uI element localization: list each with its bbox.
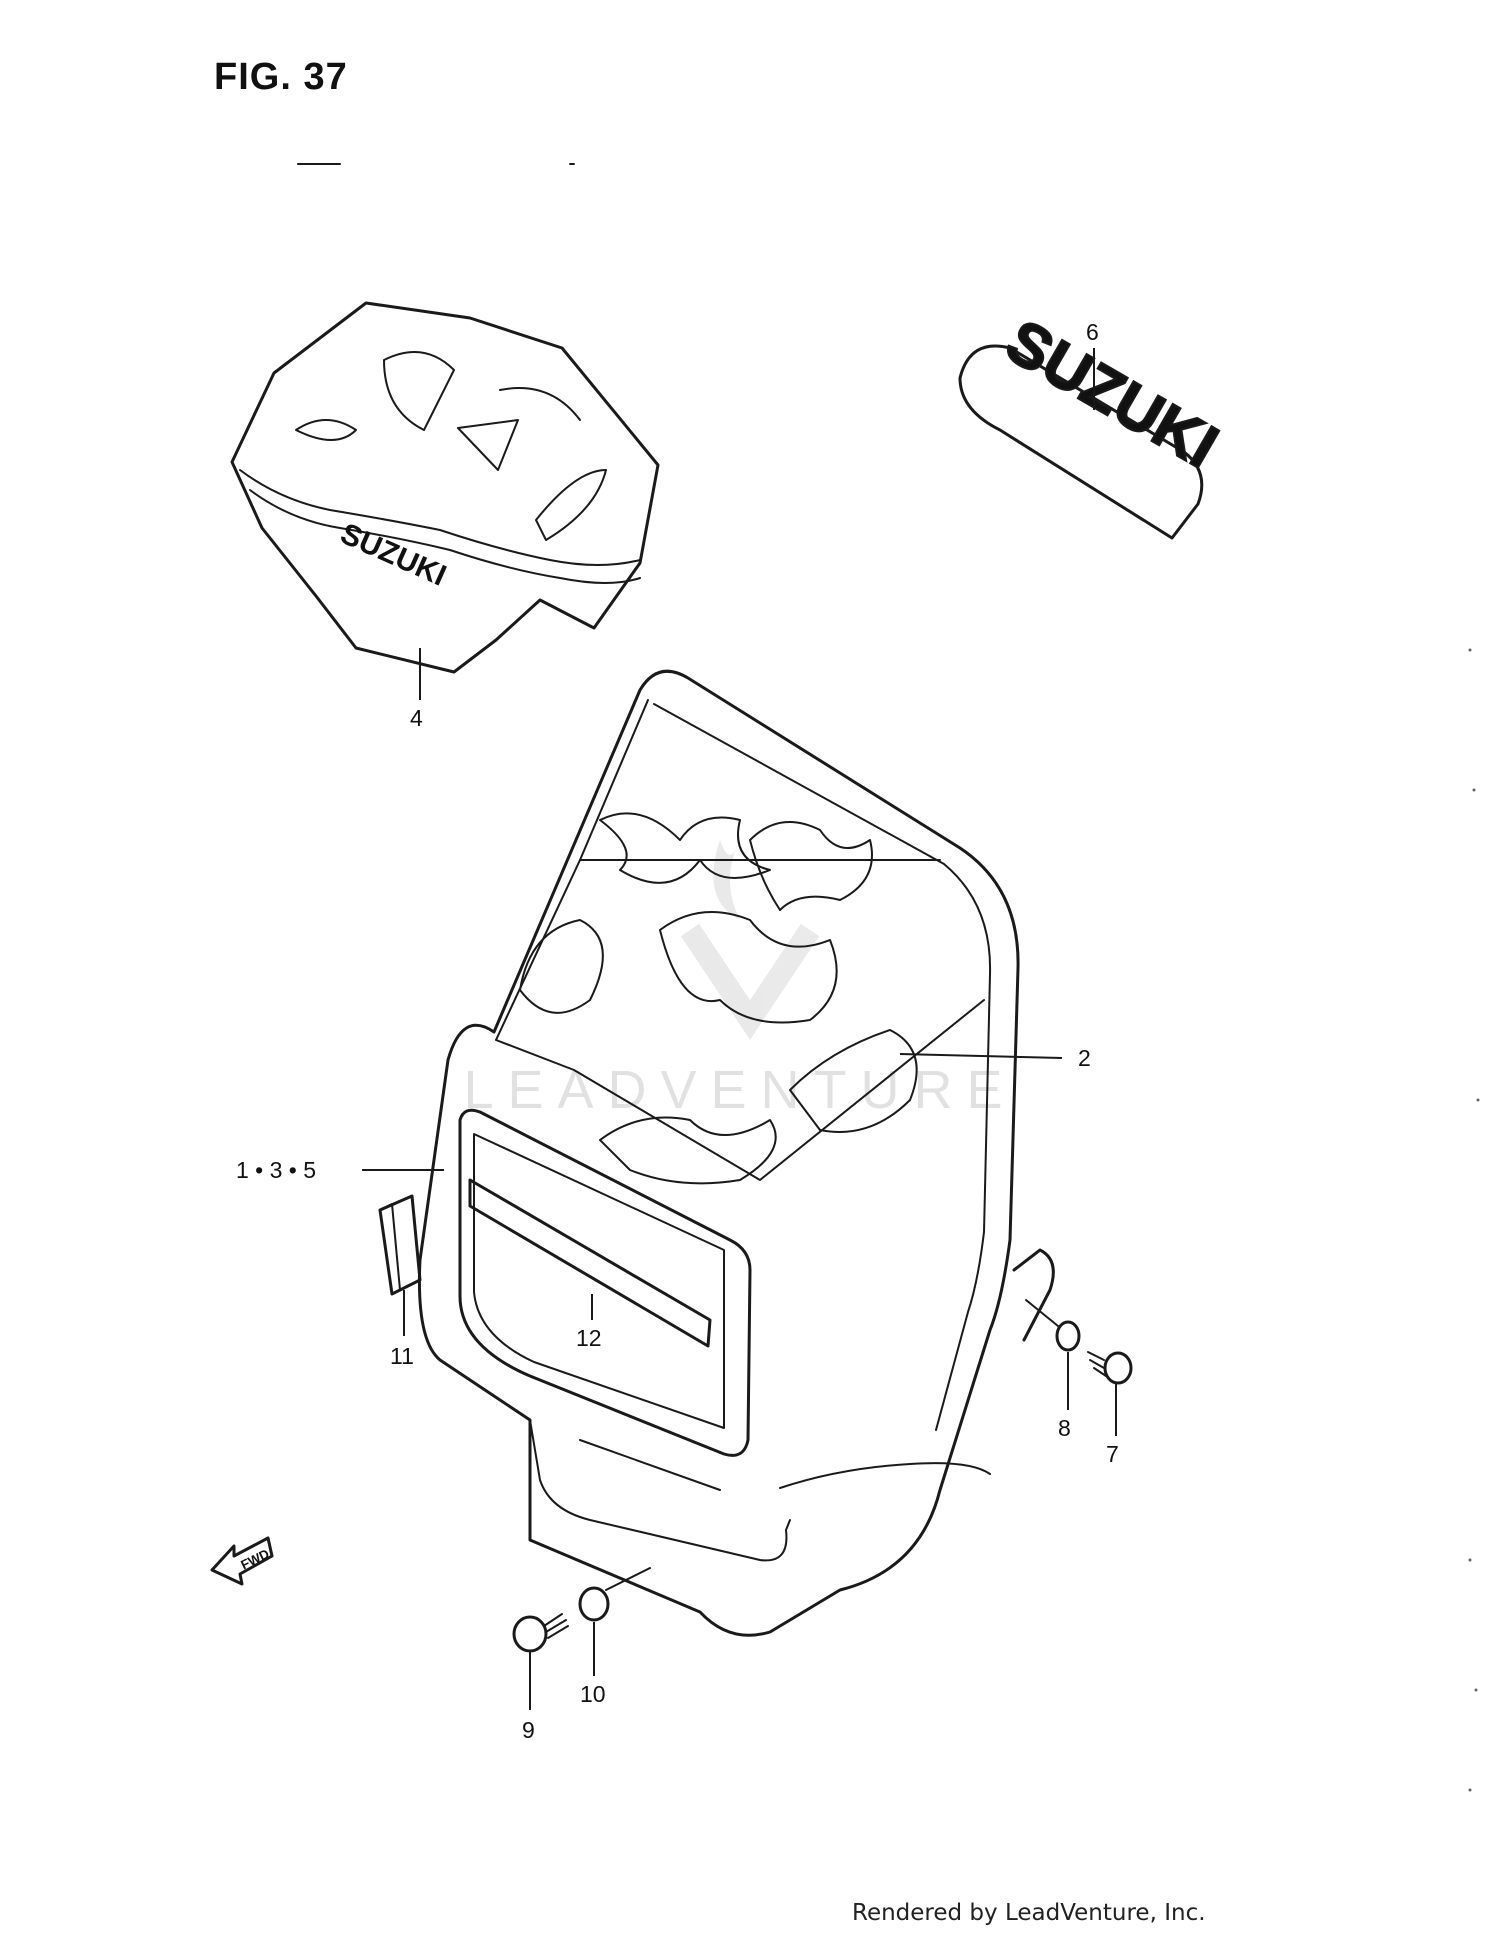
cowl-camo <box>749 821 873 911</box>
callout-9: 9 <box>522 1717 535 1743</box>
callout-7: 7 <box>1106 1441 1119 1467</box>
top-decal-outline <box>230 301 660 674</box>
leader-2 <box>899 1053 1063 1059</box>
top-decal-part: SUZUKI <box>230 301 660 674</box>
top-decal-graphic <box>457 419 519 471</box>
callout-12: 12 <box>576 1325 602 1351</box>
callout-4: 4 <box>410 705 423 731</box>
collar-icon <box>578 1586 610 1622</box>
top-decal-graphic <box>535 469 607 541</box>
pad-edge <box>379 1203 401 1291</box>
top-decal-graphic <box>499 387 581 421</box>
callout-6: 6 <box>1086 319 1099 345</box>
top-decal-graphic <box>383 351 455 431</box>
screw-thread-icon <box>1087 1351 1107 1377</box>
callout-11: 11 <box>390 1343 414 1369</box>
watermark-v-icon <box>680 923 820 1040</box>
callout-2: 2 <box>1078 1045 1091 1071</box>
top-decal-graphic <box>295 419 357 441</box>
side-decal-brand-text: SUZUKI <box>995 307 1229 482</box>
collar-leader <box>605 1567 651 1591</box>
lens-bar <box>468 1178 712 1348</box>
cowl-chin-line <box>579 1439 721 1491</box>
collar-10-part <box>578 1567 651 1622</box>
cowl-inner-rim <box>653 703 992 1431</box>
side-decal-outline <box>958 344 1204 540</box>
cowl-chin <box>529 1419 791 1562</box>
cowl-camo <box>599 1116 777 1185</box>
watermark-text: LEADVENTURE <box>463 1060 1016 1120</box>
washer-8-part <box>1025 1299 1081 1352</box>
screw-7-part <box>1087 1351 1133 1385</box>
scan-artifacts <box>1468 648 1480 1792</box>
side-bracket <box>1012 1248 1055 1342</box>
bolt-9-part <box>512 1613 569 1653</box>
pad-part <box>378 1194 422 1296</box>
cowl-bottom-seam <box>779 1462 991 1489</box>
bolt-head-icon <box>512 1615 548 1653</box>
cowl-camo <box>599 812 771 884</box>
render-credit: Rendered by LeadVenture, Inc. <box>852 1900 1206 1926</box>
watermark: LEADVENTURE <box>463 840 1016 1120</box>
figure-title: FIG. 37 <box>214 56 348 98</box>
top-decal-camo-band <box>249 489 641 584</box>
cowl-outer-shell <box>417 669 1020 1637</box>
washer-icon <box>1055 1320 1081 1352</box>
screw-head-icon <box>1103 1351 1133 1385</box>
cowl-camo <box>659 911 838 1024</box>
top-decal-camo-band <box>239 469 641 566</box>
cowl-camo <box>519 919 604 1014</box>
fwd-arrow: FWD <box>210 1536 274 1586</box>
cowl-camo <box>789 1029 918 1133</box>
callout-8: 8 <box>1058 1415 1071 1441</box>
callout-10: 10 <box>580 1681 606 1707</box>
headlight-window-inner <box>473 1133 725 1429</box>
watermark-flame-icon <box>713 840 740 920</box>
washer-leader <box>1025 1299 1059 1327</box>
pad-outline <box>378 1194 422 1296</box>
headlight-cowl-part <box>417 669 1055 1637</box>
callout-1-3-5: 1 • 3 • 5 <box>236 1157 316 1183</box>
bolt-thread-icon <box>543 1613 569 1639</box>
headlight-window <box>458 1108 752 1457</box>
cowl-top-face <box>495 699 985 1181</box>
fwd-arrow-icon <box>210 1536 274 1586</box>
